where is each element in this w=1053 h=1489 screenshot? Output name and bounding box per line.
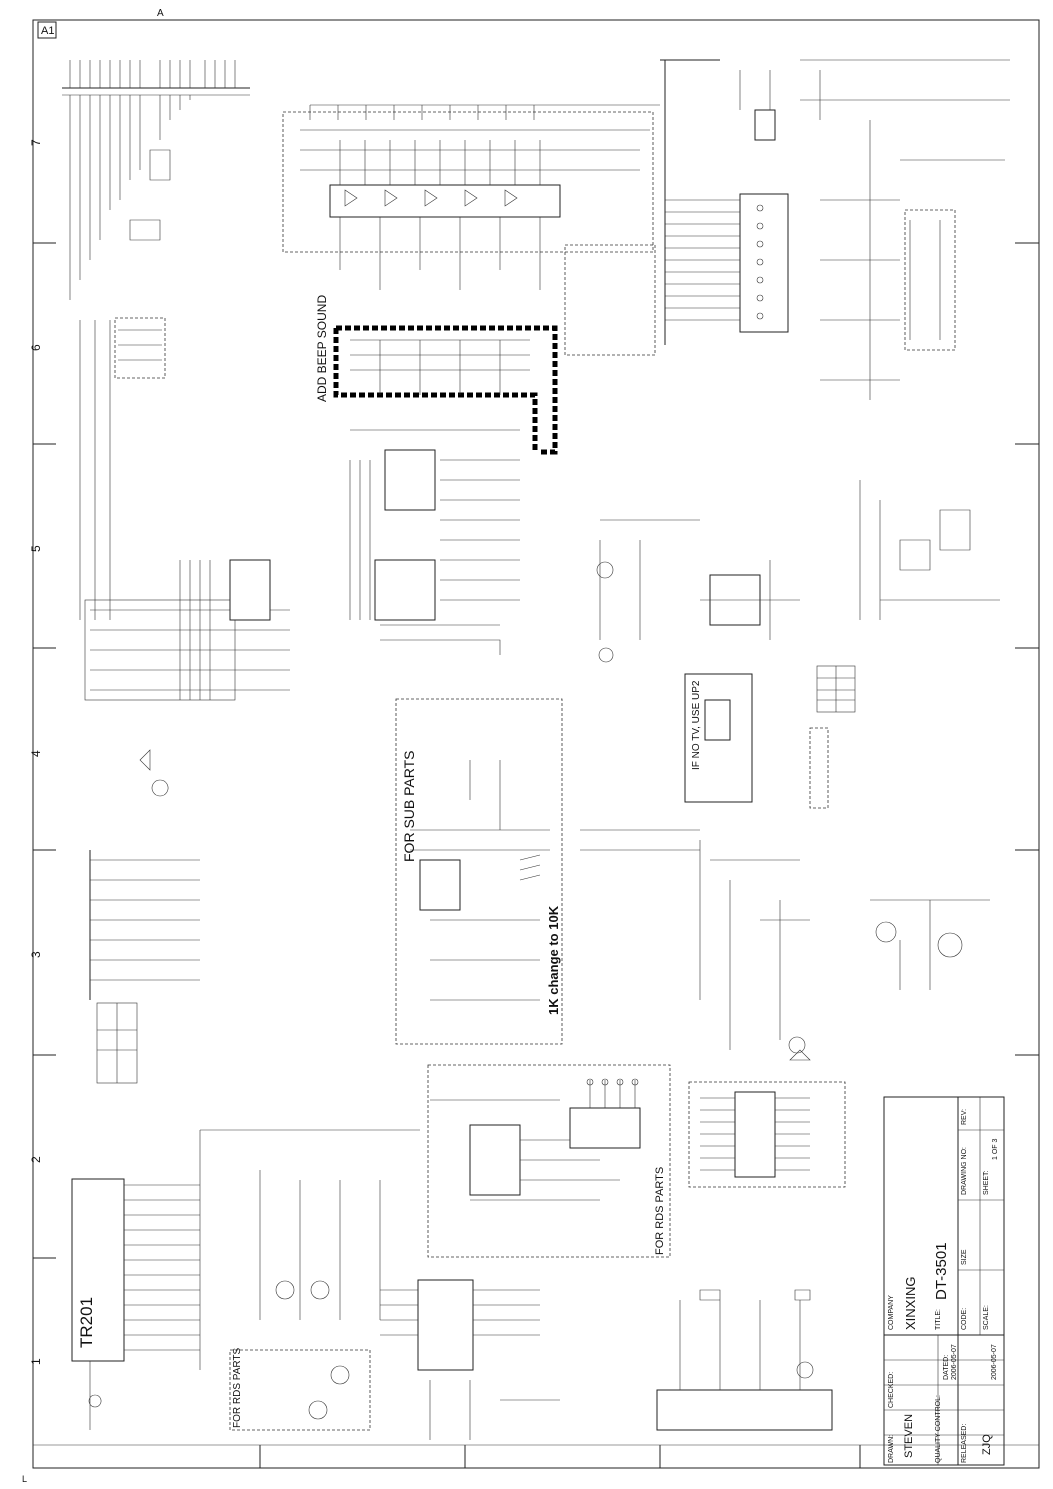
drawn-by: STEVEN [903,1414,915,1458]
row-number: 2 [29,1156,43,1163]
audio-processor-block [282,104,660,356]
tuner-section: TR201 FOR RDS PARTS [71,1129,420,1431]
field-released: RELEASED: [961,1424,968,1463]
lower-mid-section [380,1279,833,1440]
beep-region: ADD BEEP SOUND [315,295,558,455]
right-power-section [739,59,1010,620]
zone-box [37,21,57,39]
row-number: 1 [29,1358,43,1365]
pinout-box [688,1081,846,1188]
field-title: TITLE: [935,1309,942,1330]
top-connector-rail [62,60,250,300]
field-checked: CHECKED: [888,1372,895,1408]
field-company: COMPANY [888,1295,895,1330]
field-drawing-no: DRAWING NO: [961,1147,968,1195]
field-drawn: DRAWN: [888,1435,895,1463]
sheet-border [32,19,1040,1469]
date-2: 2006-05-07 [991,1344,998,1380]
field-size: SIZE [961,1249,968,1265]
row-number: 4 [29,750,43,757]
row-number: 7 [29,139,43,146]
checked-by: ZJQ [981,1434,993,1455]
lower-right-section [710,859,990,1061]
sub-parts-label: FOR SUB PARTS [401,750,417,862]
beep-label: ADD BEEP SOUND [315,295,329,402]
amp-section [349,429,520,655]
company-name: XINXING [903,1277,918,1330]
sub-parts-box: FOR SUB PARTS 1K change to 10K [395,698,563,1045]
date-1: 2006-05-07 [951,1344,958,1380]
regulator-section: IF NO TV, USE UP2 [580,519,856,1000]
rds-parts-mid-label: FOR RDS PARTS [654,1167,666,1255]
title-block: COMPANY XINXING TITLE: DT-3501 CODE: SCA… [883,1096,1005,1466]
field-code: CODE: [961,1308,968,1330]
row-number: 6 [29,344,43,351]
field-dated: DATED: [943,1355,950,1380]
row-markers: 7 6 5 4 3 2 1 [29,139,1039,1468]
field-scale: SCALE: [983,1305,990,1330]
corner-letter: A [157,8,164,19]
rds-parts-box-mid: FOR RDS PARTS [427,1064,671,1258]
zone-label: A1 [41,25,54,37]
tv-note: IF NO TV, USE UP2 [691,680,702,770]
left-input-section [79,149,290,1084]
field-rev: REV: [961,1109,968,1125]
field-sheet: SHEET: [983,1170,990,1195]
change-note: 1K change to 10K [546,905,561,1015]
sheet-value: 1 OF 3 [992,1138,999,1160]
row-number: 5 [29,545,43,552]
tuner-module [71,1178,125,1362]
tuner-label: TR201 [77,1297,96,1348]
model-name: DT-3501 [933,1242,950,1300]
bottom-mark: L [22,1474,27,1484]
connector-block [660,59,789,345]
rds-parts-low-label: FOR RDS PARTS [232,1347,243,1428]
field-quality: QUALITY CONTROL: [935,1395,942,1463]
row-number: 3 [29,951,43,958]
